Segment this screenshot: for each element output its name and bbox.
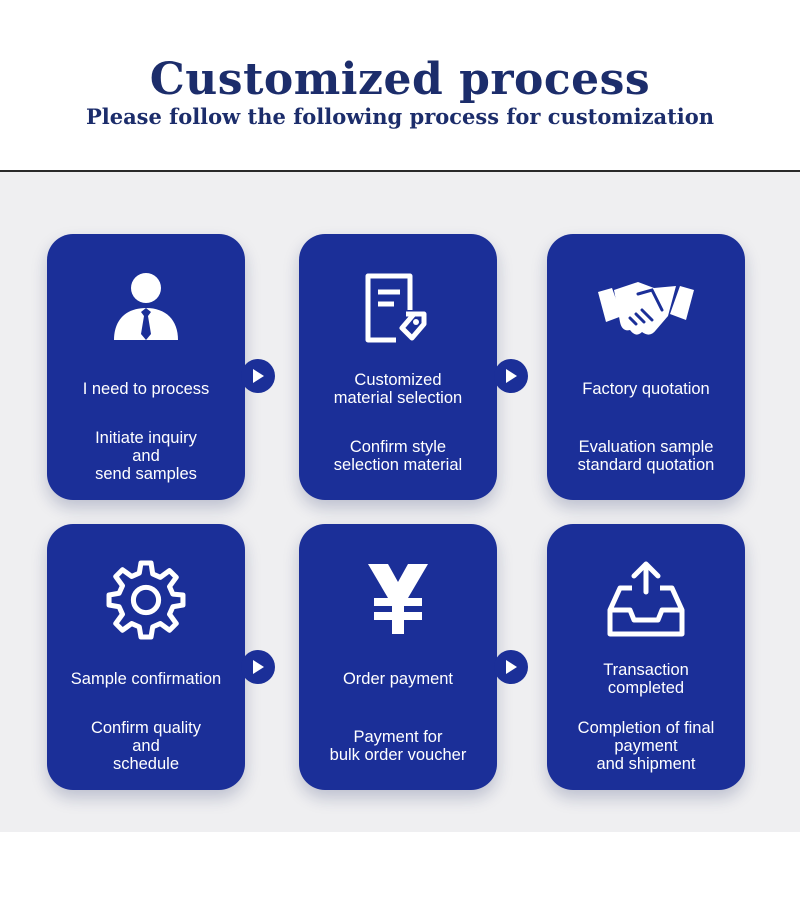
step-description: Payment for bulk order voucher <box>329 728 467 764</box>
page-subtitle: Please follow the following process for … <box>85 104 715 129</box>
inbox-upload-icon <box>547 558 745 638</box>
document-tag-icon <box>299 268 497 348</box>
header-divider <box>0 170 800 172</box>
next-step-arrow-icon <box>494 650 528 684</box>
step-label: Order payment <box>342 670 454 688</box>
step-card-5: Order payment Payment for bulk order vou… <box>299 524 497 790</box>
step-description: Initiate inquiry and send samples <box>95 429 197 483</box>
step-description: Confirm style selection material <box>333 438 463 474</box>
step-label: Factory quotation <box>582 380 710 398</box>
yen-icon <box>299 558 497 638</box>
next-step-arrow-icon <box>241 359 275 393</box>
step-description: Completion of final payment and shipment <box>577 719 715 773</box>
handshake-icon <box>547 268 745 348</box>
step-card-4: Sample confirmation Confirm quality and … <box>47 524 245 790</box>
gear-icon <box>47 558 245 640</box>
header: Customized process Please follow the fol… <box>0 0 800 170</box>
step-card-1: I need to process Initiate inquiry and s… <box>47 234 245 500</box>
step-label: Customized material selection <box>333 371 463 407</box>
step-label: Sample confirmation <box>70 670 222 688</box>
step-description: Evaluation sample standard quotation <box>577 438 715 474</box>
step-description: Confirm quality and schedule <box>90 719 202 773</box>
person-tie-icon <box>47 268 245 348</box>
next-step-arrow-icon <box>494 359 528 393</box>
step-label: I need to process <box>82 380 210 398</box>
step-label: Transaction completed <box>603 661 689 697</box>
step-card-2: Customized material selection Confirm st… <box>299 234 497 500</box>
step-card-6: Transaction completed Completion of fina… <box>547 524 745 790</box>
step-card-3: Factory quotation Evaluation sample stan… <box>547 234 745 500</box>
next-step-arrow-icon <box>241 650 275 684</box>
page-title: Customized process <box>149 54 651 105</box>
